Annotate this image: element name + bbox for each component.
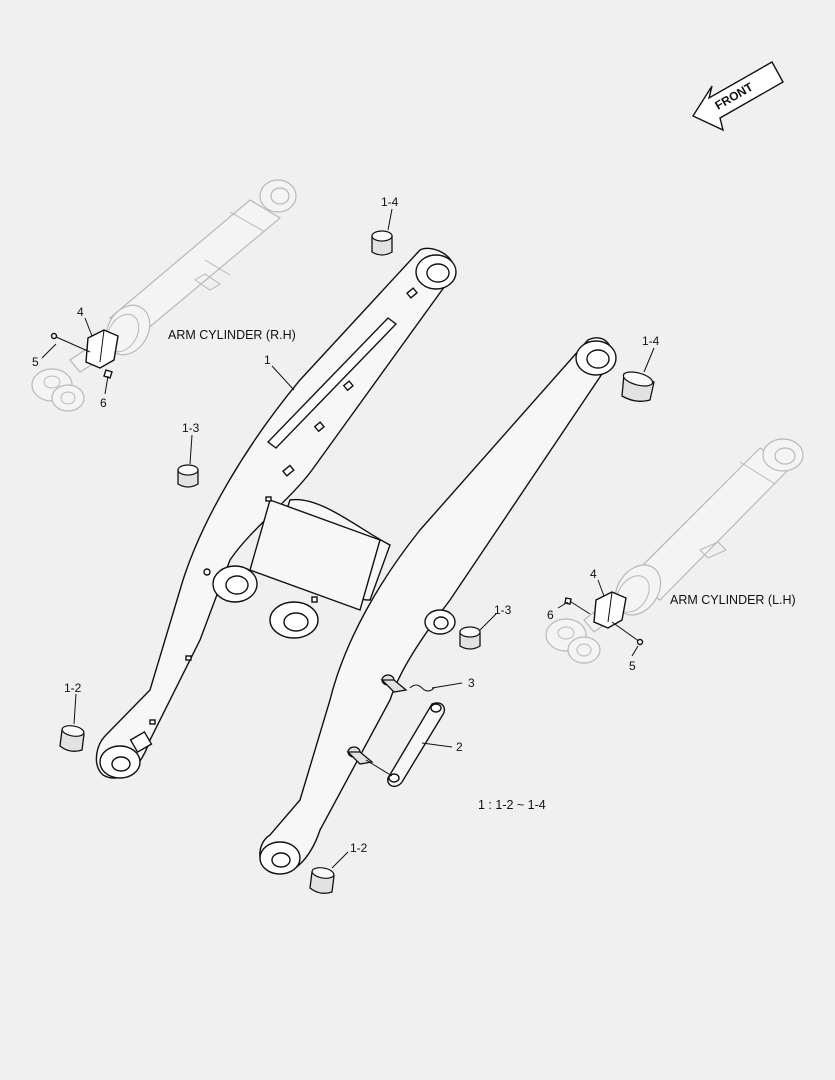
callout-lh-6: 6: [547, 608, 554, 622]
callout-bush-1-2-right: 1-2: [350, 841, 368, 855]
callout-bush-1-2-left: 1-2: [64, 681, 82, 695]
arm-cylinder-rh: [31, 179, 297, 412]
callout-rh-5: 5: [32, 355, 39, 369]
bushing-1-2-left: [59, 725, 85, 752]
callout-bush-1-3-right: 1-3: [494, 603, 512, 617]
callout-arm-1: 1: [264, 353, 271, 367]
callout-lh-5: 5: [629, 659, 636, 673]
callout-link-2: 2: [456, 740, 463, 754]
callout-bush-1-3-left: 1-3: [182, 421, 200, 435]
callout-rh-4: 4: [77, 305, 84, 319]
callout-bush-1-4-right: 1-4: [642, 334, 660, 348]
callout-bush-1-4-left: 1-4: [381, 195, 399, 209]
callout-rh-6: 6: [100, 396, 107, 410]
link-part-2: [346, 674, 446, 788]
bushing-1-3-right: [459, 626, 481, 650]
callout-lh-4: 4: [590, 567, 597, 581]
bushing-1-2-right: [309, 867, 335, 894]
title-arm-cylinder-rh: ARM CYLINDER (R.H): [168, 328, 296, 342]
callout-pin-3: 3: [468, 676, 475, 690]
bushing-1-3-left: [177, 464, 199, 488]
front-arrow-icon: FRONT: [691, 61, 784, 132]
bushing-1-4-left: [371, 230, 393, 256]
arm-cylinder-lh: [545, 438, 804, 664]
kit-note: 1 : 1-2 ~ 1-4: [478, 798, 546, 812]
title-arm-cylinder-lh: ARM CYLINDER (L.H): [670, 593, 796, 607]
bushing-1-4-right: [621, 371, 655, 402]
arm-assembly: [95, 247, 617, 875]
